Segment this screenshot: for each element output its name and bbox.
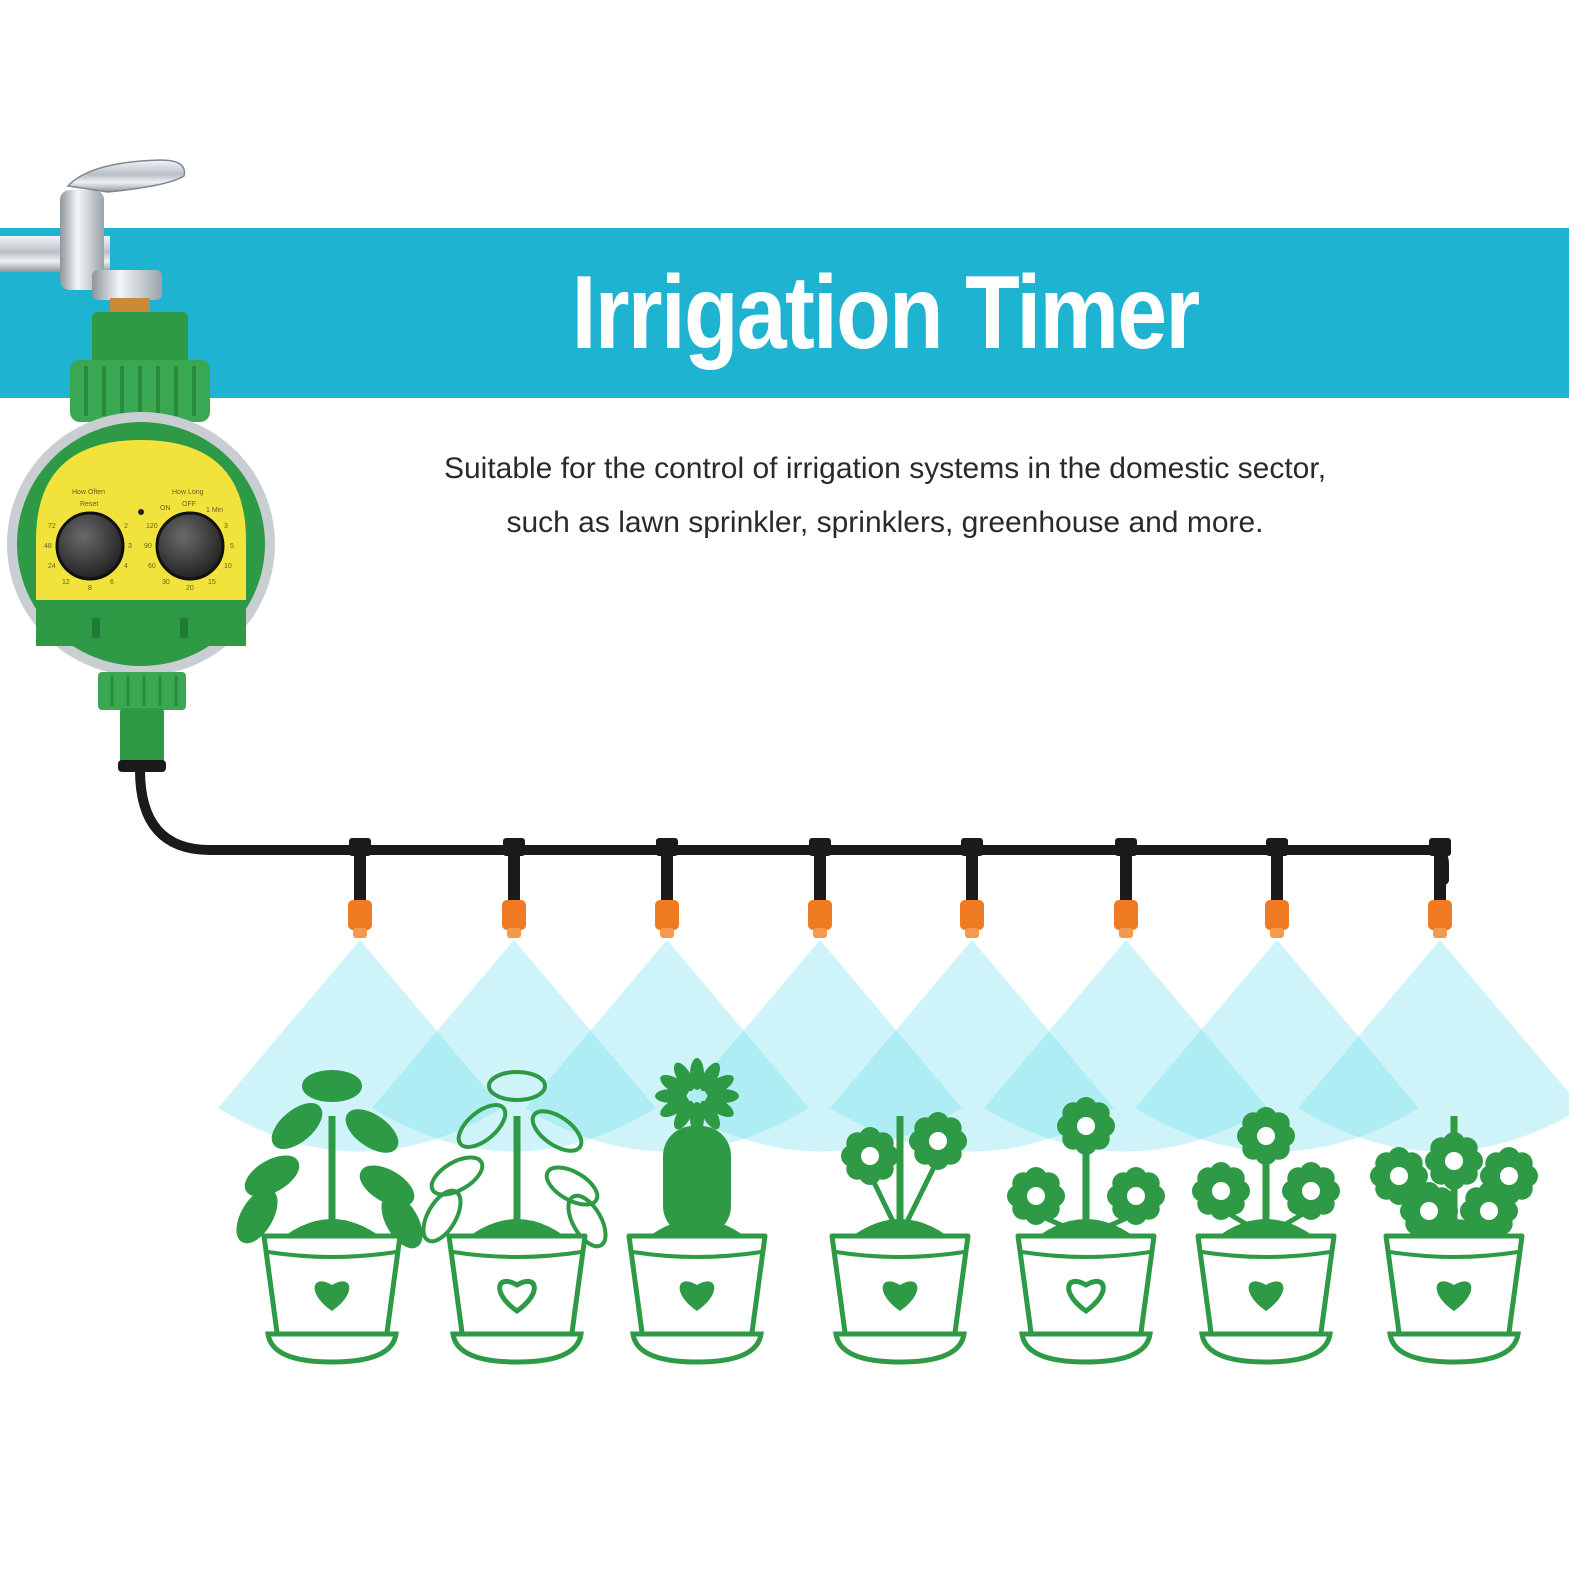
on-label: ON [160,505,171,512]
product-description: Suitable for the control of irrigation s… [330,442,1440,550]
dripper-group [348,838,1452,938]
plant-pot [829,1112,971,1365]
how-often-label: How Often [72,489,105,496]
dripper-emitter [808,838,832,938]
heart-icon [314,1281,350,1311]
off-label: OFF [182,501,196,508]
plant-pot [1370,1116,1538,1365]
water-spray-cone [218,940,502,1152]
dripper-emitter [960,838,984,938]
water-spray-cone [525,940,809,1152]
reset-label: Reset [80,501,98,508]
scale-10: 10 [224,563,232,570]
scale-3: 3 [128,543,132,550]
water-spray-cone [830,940,1114,1152]
how-long-label: How Long [172,489,204,496]
scale-3-min: 3 [224,523,228,530]
heart-icon [1248,1281,1284,1311]
page-title: Irrigation Timer [571,255,1201,371]
scale-20: 20 [186,585,194,592]
water-spray-group [218,940,1569,1152]
dripper-emitter [655,838,679,938]
how-often-dial [55,511,125,581]
dripper-emitter [348,838,372,938]
scale-6: 6 [110,579,114,586]
scale-5: 5 [230,543,234,550]
heart-icon [679,1281,715,1311]
plant-pot [1007,1097,1165,1365]
water-spray-cone [984,940,1268,1152]
heart-icon [882,1281,918,1311]
scale-12: 12 [62,579,70,586]
scale-2: 2 [124,523,128,530]
scale-8: 8 [88,585,92,592]
heart-icon [1436,1281,1472,1311]
scale-120: 120 [146,523,158,530]
plant-pot-group [236,1058,1538,1365]
plant-pot [421,1070,608,1365]
dripper-emitter [1265,838,1289,938]
heart-outline-icon [497,1278,537,1315]
title-banner [0,228,1569,398]
plant-pot [626,1058,768,1365]
water-spray-cone [372,940,656,1152]
scale-48: 48 [44,543,52,550]
scale-15: 15 [208,579,216,586]
scale-90: 90 [144,543,152,550]
plant-pot [236,1070,423,1365]
scale-72: 72 [48,523,56,530]
plant-pot [1192,1107,1340,1365]
dripper-emitter [502,838,526,938]
water-spray-cone [678,940,962,1152]
how-long-dial [155,511,225,581]
water-spray-cone [1298,940,1569,1152]
irrigation-timer-device: How Often Reset How Long ON OFF 72 48 24… [7,312,275,772]
description-line-2: such as lawn sprinkler, sprinklers, gree… [506,506,1264,539]
water-spray-cone [1135,940,1419,1152]
dripper-emitter [1428,838,1452,938]
dripper-emitter [1114,838,1138,938]
drip-tube [135,765,1449,885]
description-line-1: Suitable for the control of irrigation s… [443,452,1327,485]
heart-outline-icon [1066,1278,1106,1315]
scale-24: 24 [48,563,56,570]
scale-4: 4 [124,563,128,570]
faucet-icon [0,159,186,318]
scale-1-min: 1 Min [206,507,223,514]
scale-30: 30 [162,579,170,586]
scale-60: 60 [148,563,156,570]
